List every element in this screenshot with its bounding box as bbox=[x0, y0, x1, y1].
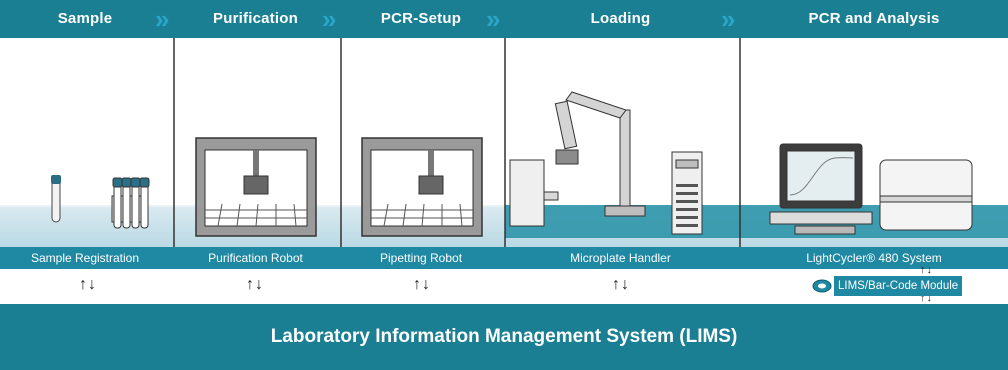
chevron-right-icon: » bbox=[486, 4, 501, 34]
pipetting-robot-icon bbox=[361, 137, 483, 237]
lims-title: Laboratory Information Management System… bbox=[270, 326, 738, 347]
data-exchange-arrows-icon: ↑↓ bbox=[612, 276, 630, 293]
barcode-module-label: LIMS/Bar-Code Module bbox=[834, 276, 963, 296]
label-sample-registration: Sample Registration bbox=[30, 251, 140, 265]
sample-tube-icon bbox=[51, 175, 61, 223]
purification-robot-icon bbox=[195, 137, 317, 237]
label-microplate-handler: Microplate Handler bbox=[570, 251, 671, 265]
label-purification-robot: Purification Robot bbox=[208, 251, 303, 265]
chevron-right-icon: » bbox=[721, 4, 736, 34]
data-exchange-arrows-icon: ↑↓ bbox=[413, 276, 431, 293]
stage-title-sample: Sample bbox=[57, 10, 113, 27]
microplate-handler-icon bbox=[509, 91, 703, 235]
computer-workstation-icon bbox=[769, 143, 873, 235]
stage-title-loading: Loading bbox=[590, 10, 651, 27]
data-exchange-arrows-icon: ↑↓ bbox=[920, 264, 933, 276]
label-pipetting-robot: Pipetting Robot bbox=[379, 251, 463, 265]
chevron-right-icon: » bbox=[322, 4, 337, 34]
barcode-module-icon bbox=[812, 279, 832, 293]
tube-rack-icon bbox=[111, 177, 150, 229]
data-exchange-arrows-icon: ↑↓ bbox=[246, 276, 264, 293]
lightcycler-instrument-icon bbox=[879, 159, 973, 231]
stage-title-pcr-setup: PCR-Setup bbox=[380, 10, 462, 27]
stage-title-pcr-analysis: PCR and Analysis bbox=[808, 10, 940, 27]
lims-band bbox=[0, 304, 1008, 370]
data-exchange-arrows-icon: ↑↓ bbox=[79, 276, 97, 293]
stage-title-purification: Purification bbox=[213, 10, 298, 27]
chevron-right-icon: » bbox=[155, 4, 170, 34]
equipment-label-band bbox=[0, 247, 1008, 269]
stage-header-band bbox=[0, 0, 1008, 38]
label-lightcycler-system: LightCycler® 480 System bbox=[806, 251, 942, 265]
